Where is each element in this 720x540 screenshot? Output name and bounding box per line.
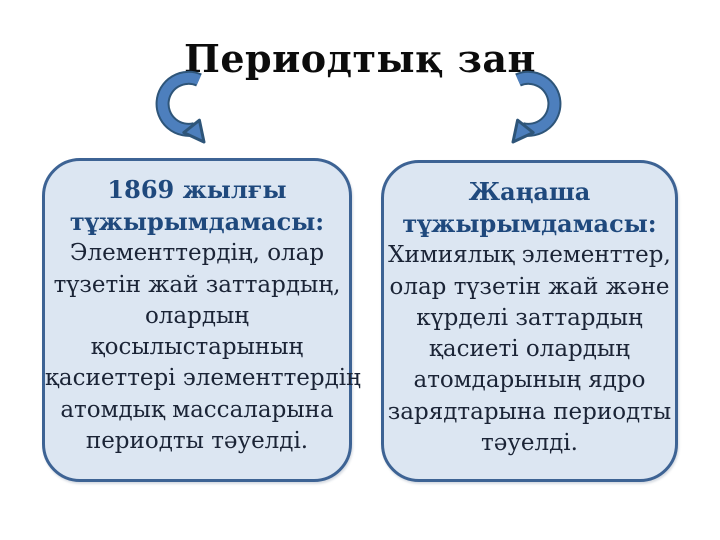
page-title: Периодтық заң — [183, 36, 537, 81]
box-body-1869: Элементтердің, олар түзетін жай заттарды… — [45, 240, 361, 454]
concept-box-1869: 1869 жылғы тұжырымдамасы: Элементтердің,… — [42, 158, 361, 482]
box-heading-1869: 1869 жылғы тұжырымдамасы: — [69, 175, 325, 237]
concept-box-new: Жаңаша тұжырымдамасы: Химиялық элементте… — [381, 160, 678, 482]
box-body-new: Химиялық элементтер, олар түзетін жай жә… — [387, 242, 672, 456]
curved-arrow-down-left-icon — [509, 70, 563, 148]
curved-arrow-down-right-icon — [154, 70, 208, 148]
box-heading-new: Жаңаша тұжырымдамасы: — [402, 177, 657, 239]
